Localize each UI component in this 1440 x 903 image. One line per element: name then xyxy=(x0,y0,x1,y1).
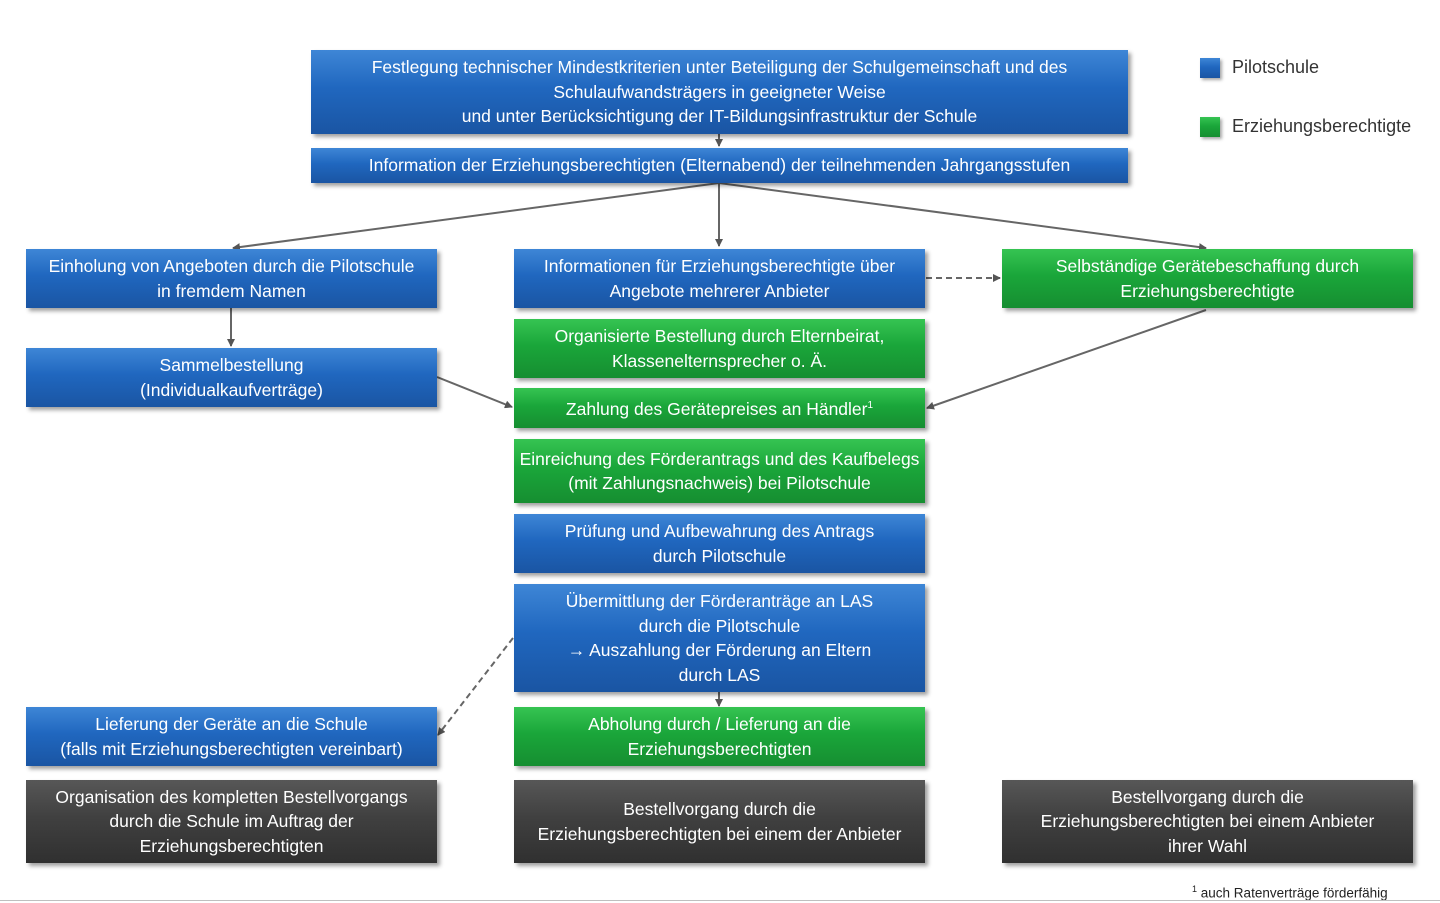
box-line: Sammelbestellung xyxy=(159,355,304,375)
box-pickup-delivery: Abholung durch / Lieferung an die Erzieh… xyxy=(514,707,925,766)
box-line: Übermittlung der Förderanträge an LAS xyxy=(565,591,874,611)
box-parent-information-evening: Information der Erziehungsberechtigten (… xyxy=(311,148,1128,183)
box-line: Erziehungsberechtigten xyxy=(139,835,324,856)
box-line: Erziehungsberechtigten xyxy=(627,738,812,759)
box-offer-information: Informationen für Erziehungsberechtigte … xyxy=(514,249,925,308)
box-line: (falls mit Erziehungsberechtigten verein… xyxy=(60,738,403,759)
box-line: Informationen für Erziehungsberechtigte … xyxy=(543,256,896,276)
footnote-text: auch Ratenverträge förderfähig xyxy=(1200,885,1388,901)
box-payment: Zahlung des Gerätepreises an Händler1 xyxy=(514,388,925,428)
box-line: Organisierte Bestellung durch Elternbeir… xyxy=(554,326,885,346)
box-line: Einholung von Angeboten durch die Pilots… xyxy=(48,256,415,276)
box-line: Erziehungsberechtigte xyxy=(1120,280,1295,301)
box-line: → Auszahlung der Förderung an Eltern xyxy=(567,640,872,660)
box-self-procurement: Selbständige Gerätebeschaffung durch Erz… xyxy=(1002,249,1413,308)
footnote: 1 auch Ratenverträge förderfähig xyxy=(1192,884,1388,901)
box-technical-criteria: Festlegung technischer Mindestkriterien … xyxy=(311,50,1128,134)
box-line: Abholung durch / Lieferung an die xyxy=(588,714,851,734)
box-line: Erziehungsberechtigten bei einem Anbiete… xyxy=(1040,811,1375,832)
box-organized-order: Organisierte Bestellung durch Elternbeir… xyxy=(514,319,925,378)
box-line: Schulaufwandsträgers in geeigneter Weise xyxy=(553,81,886,102)
box-line: Zahlung des Gerätepreises an Händler1 xyxy=(566,394,873,422)
box-line: Organisation des kompletten Bestellvorga… xyxy=(55,786,408,807)
box-line: durch die Schule im Auftrag der xyxy=(109,811,354,832)
box-line: in fremdem Namen xyxy=(157,280,306,301)
arrow-info-to-self-procurement xyxy=(718,182,1207,252)
box-summary-provider-ordering: Bestellvorgang durch die Erziehungsberec… xyxy=(514,780,925,863)
box-application-review: Prüfung und Aufbewahrung des Antrags dur… xyxy=(514,514,925,573)
footnote-marker: 1 xyxy=(867,400,874,412)
arrow-collective-to-payment xyxy=(436,376,513,409)
legend-swatch-guardians xyxy=(1200,117,1220,137)
legend-label-guardians: Erziehungsberechtigte xyxy=(1232,116,1412,136)
box-line: Angebote mehrerer Anbieter xyxy=(609,280,830,301)
box-offers-by-school: Einholung von Angeboten durch die Pilots… xyxy=(26,249,437,308)
bottom-rule xyxy=(0,900,1440,901)
box-application-submission: Einreichung des Förderantrags und des Ka… xyxy=(514,439,925,503)
box-line: (Individualkaufverträge) xyxy=(140,379,323,400)
box-line: Einreichung des Förderantrags und des Ka… xyxy=(519,448,920,469)
box-line: durch LAS xyxy=(678,664,761,685)
payment-text: Zahlung des Gerätepreises an Händler xyxy=(565,399,868,420)
box-line: Klassenelternsprecher o. Ä. xyxy=(612,350,827,371)
box-line: durch Pilotschule xyxy=(652,545,787,566)
box-summary-school-ordering: Organisation des kompletten Bestellvorga… xyxy=(26,780,437,863)
box-line: Bestellvorgang durch die xyxy=(623,799,816,819)
box-line: Lieferung der Geräte an die Schule xyxy=(95,714,368,734)
box-line: Festlegung technischer Mindestkriterien … xyxy=(371,57,1068,78)
arrow-transmission-to-delivery-school xyxy=(437,637,514,736)
legend-swatch-pilot-school xyxy=(1200,58,1220,78)
box-line: ihrer Wahl xyxy=(1167,835,1248,856)
box-application-transmission: Übermittlung der Förderanträge an LAS du… xyxy=(514,584,925,692)
box-delivery-to-school: Lieferung der Geräte an die Schule (fall… xyxy=(26,707,437,766)
box-line: Information der Erziehungsberechtigten (… xyxy=(368,155,1071,176)
box-line: (mit Zahlungsnachweis) bei Pilotschule xyxy=(568,473,871,493)
box-line: Selbständige Gerätebeschaffung durch xyxy=(1055,256,1360,276)
box-summary-own-choice-ordering: Bestellvorgang durch die Erziehungsberec… xyxy=(1002,780,1413,863)
box-line: Prüfung und Aufbewahrung des Antrags xyxy=(564,521,875,541)
box-line: Erziehungsberechtigten bei einem der Anb… xyxy=(537,823,902,844)
box-collective-order: Sammelbestellung (Individualkaufverträge… xyxy=(26,348,437,407)
arrow-self-procurement-to-payment xyxy=(926,309,1207,410)
box-line: Bestellvorgang durch die xyxy=(1111,786,1304,807)
legend-label-pilot-school: Pilotschule xyxy=(1232,57,1320,77)
footnote-marker: 1 xyxy=(1192,884,1198,894)
box-line: und unter Berücksichtigung der IT-Bildun… xyxy=(461,106,978,127)
arrow-info-to-offers-school xyxy=(232,182,720,252)
box-line: durch die Pilotschule xyxy=(638,615,801,636)
